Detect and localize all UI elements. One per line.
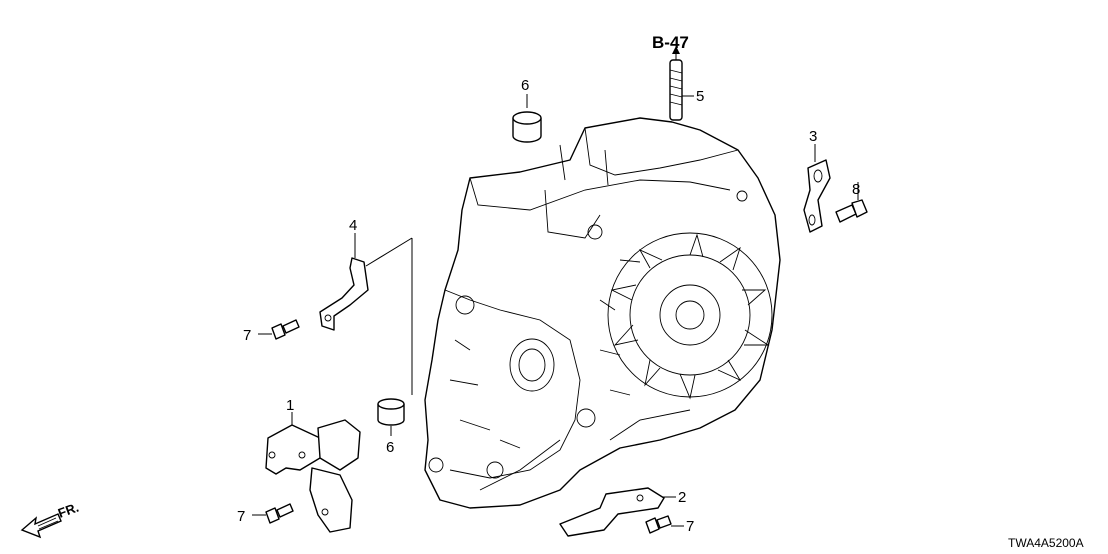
bolt-part-7-lower-left <box>252 503 294 524</box>
callout-7-lower-left: 7 <box>237 508 245 525</box>
callout-2: 2 <box>678 489 686 506</box>
reference-arrow-icon <box>672 46 680 54</box>
dowel-pin-top-part-6 <box>512 94 542 143</box>
callout-7-lower-right: 7 <box>686 518 694 535</box>
front-direction-label: FR. <box>56 500 81 521</box>
callout-8: 8 <box>852 181 860 198</box>
stud-bolt-part-5 <box>669 46 694 121</box>
transmission-case <box>424 117 781 509</box>
callout-7-upper: 7 <box>243 327 251 344</box>
front-direction-arrow-icon <box>20 513 62 539</box>
diagram-code: TWA4A5200A <box>1008 536 1084 550</box>
reference-label: B-47 <box>652 33 689 52</box>
flange-bolt-part-8 <box>835 182 868 223</box>
bracket-part-1 <box>265 412 361 533</box>
callout-4: 4 <box>349 217 357 234</box>
dowel-pin-lower-part-6 <box>377 398 405 436</box>
bolt-part-7-lower-right <box>645 515 684 534</box>
bracket-part-4 <box>319 233 413 395</box>
callout-6-lower: 6 <box>386 439 394 456</box>
callout-3: 3 <box>809 128 817 145</box>
callout-5: 5 <box>696 88 704 105</box>
bolt-part-7-upper <box>258 319 300 340</box>
callout-1: 1 <box>286 397 294 414</box>
bracket-part-2 <box>559 487 676 537</box>
bracket-part-3 <box>803 144 831 233</box>
callout-6-top: 6 <box>521 77 529 94</box>
